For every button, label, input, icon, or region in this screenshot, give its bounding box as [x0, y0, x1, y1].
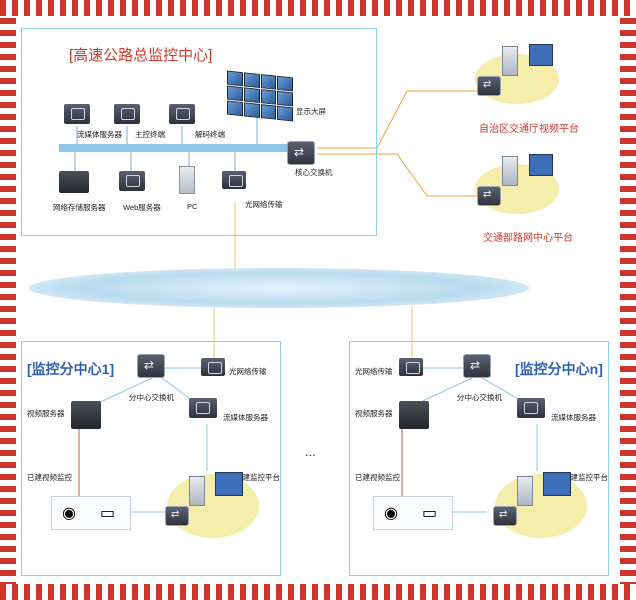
- ellipsis: ...: [305, 444, 316, 459]
- sub1-optical-label: 光网络传输: [229, 367, 267, 376]
- sub1-streaming-label: 流媒体服务器: [223, 413, 268, 422]
- platform-2-monitor: [529, 154, 553, 176]
- subn-switch-icon: ⇄: [463, 354, 491, 378]
- display-wall-label: 显示大屏: [296, 107, 326, 116]
- streaming-server-label: 流媒体服务器: [77, 130, 122, 139]
- sub1-platform-switch-icon: ⇄: [165, 506, 189, 526]
- decoder-icon: [169, 104, 195, 124]
- center-title: [高速公路总监控中心]: [69, 47, 213, 64]
- main-control-icon: [114, 104, 140, 124]
- subn-video-server-label: 视频服务器: [355, 409, 393, 418]
- subn-optical-label: 光网络传输: [355, 367, 393, 376]
- center-bus: [59, 144, 287, 152]
- subn-video-server-icon: [399, 401, 429, 429]
- subn-camera-group: ◉ ▭: [373, 496, 453, 530]
- sub1-video-server-icon: [71, 401, 101, 429]
- web-server-label: Web服务器: [123, 203, 161, 212]
- dome-camera-icon: ◉: [62, 505, 76, 522]
- sub1-optical-icon: [201, 358, 225, 376]
- network-cloud: [29, 268, 529, 308]
- subn-switch-label: 分中心交换机: [457, 393, 502, 402]
- core-switch-label: 核心交换机: [295, 168, 333, 177]
- storage-server-label: 网络存储服务器: [53, 203, 106, 212]
- bullet-camera-icon: ▭: [422, 505, 438, 522]
- decoder-label: 解码终端: [195, 130, 225, 139]
- sub1-box: [21, 341, 281, 576]
- link-to-platform-1: [317, 90, 487, 149]
- platform-1-monitor: [529, 44, 553, 66]
- pc-icon: [179, 166, 195, 194]
- sub1-switch-label: 分中心交换机: [129, 393, 174, 402]
- sub1-built-platform-label: 已建监控平台: [235, 473, 280, 482]
- subn-built-platform-label: 已建监控平台: [563, 473, 608, 482]
- display-wall: [227, 70, 293, 122]
- dome-camera-icon: ◉: [384, 505, 398, 522]
- diagram-links: [59, 90, 538, 513]
- streaming-server-icon: [64, 104, 90, 124]
- sub1-switch-icon: ⇄: [137, 354, 165, 378]
- sub1-video-server-label: 视频服务器: [27, 409, 65, 418]
- link-to-platform-2: [317, 153, 487, 197]
- platform-1-pc-icon: [502, 46, 518, 76]
- subn-title: [监控分中心n]: [515, 361, 603, 377]
- subn-built-monitor-label: 已建视频监控: [355, 473, 400, 482]
- sub1-built-monitor-label: 已建视频监控: [27, 473, 72, 482]
- platform-2-switch-icon: ⇄: [477, 186, 501, 206]
- sub1-streaming-icon: [189, 398, 217, 418]
- core-switch-icon: ⇄: [287, 141, 315, 165]
- web-server-icon: [119, 171, 145, 191]
- optical-transport-icon: [222, 171, 246, 189]
- subn-box: [349, 341, 609, 576]
- subn-streaming-icon: [517, 398, 545, 418]
- platform-2-pc-icon: [502, 156, 518, 186]
- storage-server-icon: [59, 171, 89, 193]
- bullet-camera-icon: ▭: [100, 505, 116, 522]
- subn-streaming-label: 流媒体服务器: [551, 413, 596, 422]
- subn-optical-icon: [399, 358, 423, 376]
- sub1-platform-monitor: [215, 472, 243, 496]
- network-diagram: [高速公路总监控中心] 显示大屏 流媒体服务器 主控终端 解码终端 网络存储服务…: [17, 16, 619, 584]
- subn-platform-switch-icon: ⇄: [493, 506, 517, 526]
- platform-2-label: 交通部路网中心平台: [483, 233, 573, 244]
- pc-label: PC: [187, 202, 198, 211]
- sub1-title: [监控分中心1]: [27, 361, 115, 377]
- platform-1-label: 自治区交通厅视频平台: [479, 124, 579, 135]
- main-control-label: 主控终端: [135, 130, 165, 139]
- sub1-camera-group: ◉ ▭: [51, 496, 131, 530]
- sub1-platform-pc-icon: [189, 476, 205, 506]
- platform-1-switch-icon: ⇄: [477, 76, 501, 96]
- subn-platform-monitor: [543, 472, 571, 496]
- subn-platform-pc-icon: [517, 476, 533, 506]
- center-box: [21, 28, 377, 236]
- optical-transport-label: 光网络传输: [245, 200, 283, 209]
